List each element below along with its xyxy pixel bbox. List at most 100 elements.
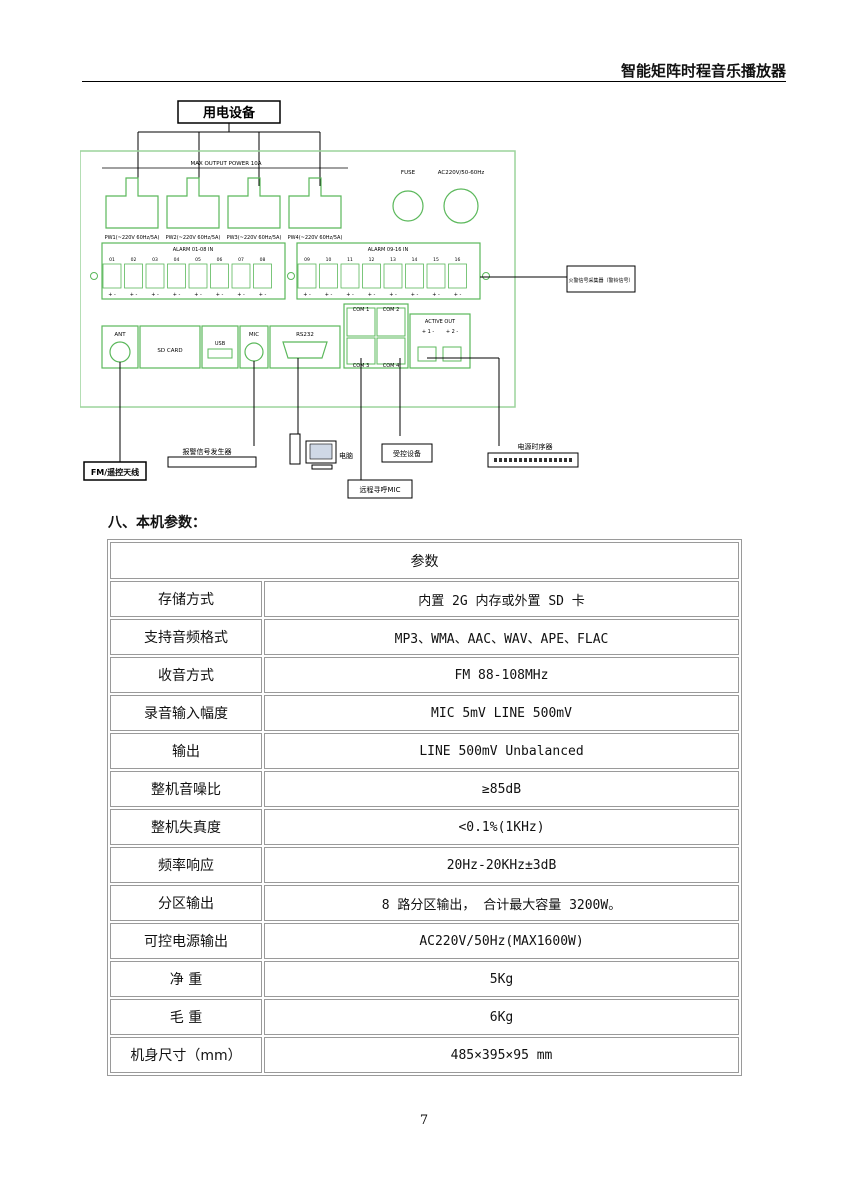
alarm-terminal: [383, 263, 403, 289]
table-row: 存储方式内置 2G 内存或外置 SD 卡: [110, 581, 739, 617]
outlet-label: PW4(~220V 60Hz/5A): [288, 235, 343, 241]
rs232-label: RS232: [296, 332, 314, 338]
polarity-mark: + -: [303, 292, 311, 298]
alarm-terminal: [405, 263, 424, 289]
alarm-generator-device: [167, 456, 257, 468]
alarm-terminal: [426, 263, 446, 289]
alarm-terminal: [448, 263, 467, 289]
remote-mic-box: [347, 479, 413, 499]
usb-label: USB: [215, 341, 226, 347]
fire-signal-label: 火警信号采集器（警铃信号）: [568, 277, 633, 284]
ac-input-label: AC220V/50-60Hz: [438, 170, 485, 176]
row-value: 20Hz-20KHz±3dB: [264, 847, 739, 883]
sequencer-indicator: [549, 458, 552, 462]
row-label: 分区输出: [110, 885, 262, 921]
row-label: 输出: [110, 733, 262, 769]
alarm-terminal: [340, 263, 360, 289]
alarm-terminal: [210, 263, 229, 289]
ant-connector: [109, 341, 131, 363]
alarm-terminal: [145, 263, 165, 289]
sequencer-indicator: [519, 458, 522, 462]
alarm-terminal: [124, 263, 143, 289]
row-label: 整机失真度: [110, 809, 262, 845]
alarm-terminal: [362, 263, 381, 289]
fuse-holder: [392, 190, 424, 222]
row-value: ≥85dB: [264, 771, 739, 807]
fm-antenna-box: [83, 461, 147, 481]
usb-port: [207, 348, 233, 359]
polarity-mark: + -: [151, 292, 159, 298]
row-label: 净 重: [110, 961, 262, 997]
sequencer-indicator: [524, 458, 527, 462]
row-value: MP3、WMA、AAC、WAV、APE、FLAC: [264, 619, 739, 655]
computer-icon: [289, 433, 337, 470]
alarm-terminal: [319, 263, 338, 289]
rs232-module: [269, 325, 341, 369]
row-value: 6Kg: [264, 999, 739, 1035]
polarity-mark: + -: [368, 292, 376, 298]
sequencer-indicator: [534, 458, 537, 462]
row-value: 8 路分区输出， 合计最大容量 3200W。: [264, 885, 739, 921]
row-label: 存储方式: [110, 581, 262, 617]
row-value: 5Kg: [264, 961, 739, 997]
polarity-mark: + -: [346, 292, 354, 298]
row-value: AC220V/50Hz(MAX1600W): [264, 923, 739, 959]
section-title: 八、本机参数：: [108, 515, 206, 531]
mic-connector: [244, 342, 264, 362]
row-label: 整机音噪比: [110, 771, 262, 807]
alarm-terminal-number: 10: [326, 257, 332, 263]
ant-label: ANT: [114, 332, 126, 338]
fm-antenna-label: FM/遥控天线: [91, 467, 139, 477]
table-header: 参数: [110, 542, 739, 579]
controlled-device-box: [381, 443, 433, 463]
row-label: 收音方式: [110, 657, 262, 693]
sequencer-indicator: [569, 458, 572, 462]
outlet-label: PW3(~220V 60Hz/5A): [227, 235, 282, 241]
power-devices-label: 用电设备: [202, 105, 256, 121]
polarity-mark: + -: [216, 292, 224, 298]
sequencer-indicator: [539, 458, 542, 462]
alarm-terminal-number: 11: [347, 257, 353, 263]
alarm-terminal-number: 06: [217, 257, 223, 263]
sd-module: [139, 325, 201, 369]
alarm-terminal: [253, 263, 272, 289]
row-value: MIC 5mV LINE 500mV: [264, 695, 739, 731]
alarm-block-left: [101, 242, 286, 300]
polarity-mark: + -: [325, 292, 333, 298]
rear-panel-wiring-diagram: 用电设备 MAX OUTPUT POWER 10A PW1(~220V 60Hz…: [80, 100, 636, 499]
sd-label: SD CARD: [157, 348, 182, 354]
sequencer-indicator: [504, 458, 507, 462]
polarity-mark: + -: [173, 292, 181, 298]
remote-mic-label: 远程寻呼MIC: [360, 485, 401, 494]
alarm-terminal: [167, 263, 186, 289]
row-label: 可控电源输出: [110, 923, 262, 959]
alarm-terminal-number: 03: [152, 257, 158, 263]
mic-label: MIC: [249, 332, 259, 338]
table-row: 整机失真度<0.1%(1KHz): [110, 809, 739, 845]
rs232-port: [282, 341, 328, 359]
svg-text:+ 2 -: + 2 -: [446, 329, 459, 335]
alarm-block-right: [296, 242, 481, 300]
table-row: 机身尺寸（mm）485×395×95 mm: [110, 1037, 739, 1073]
ac-input-socket: [443, 188, 479, 224]
controlled-device-label: 受控设备: [393, 449, 421, 458]
row-label: 频率响应: [110, 847, 262, 883]
alarm-terminal-number: 02: [131, 257, 137, 263]
active-out-module: [409, 313, 471, 369]
outlet-2: [166, 177, 220, 229]
alarm-terminal-number: 09: [304, 257, 310, 263]
polarity-mark: + -: [130, 292, 138, 298]
sequencer-indicator: [564, 458, 567, 462]
com4-label: COM 4: [383, 363, 400, 369]
alarm-terminal-number: 13: [390, 257, 396, 263]
alarm-terminal-number: 14: [412, 257, 418, 263]
alarm-terminal-number: 07: [238, 257, 244, 263]
